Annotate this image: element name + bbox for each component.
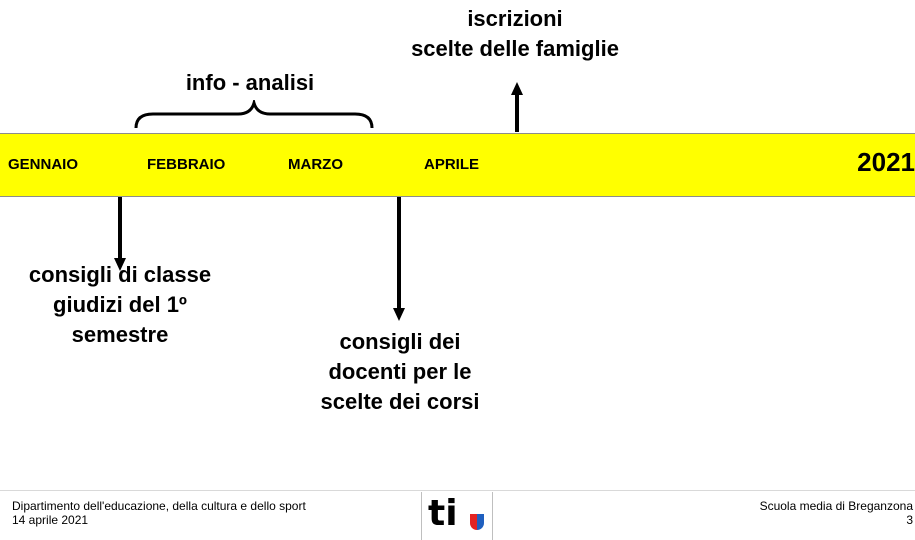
info-analisi-label: info - analisi xyxy=(185,70,315,95)
month-febbraio: FEBBRAIO xyxy=(147,156,226,173)
arrow-down-consigli-docenti xyxy=(397,197,401,309)
footer-divider xyxy=(0,490,915,491)
year-label: 2021 xyxy=(857,147,915,177)
iscrizioni-text: iscrizioni xyxy=(467,6,563,31)
footer-left: Dipartimento dell'educazione, della cult… xyxy=(12,499,306,527)
ticino-logo: ti xyxy=(421,492,493,540)
month-marzo: MARZO xyxy=(288,156,343,173)
arrow-down-head-1 xyxy=(114,258,126,271)
footer-department: Dipartimento dell'educazione, della cult… xyxy=(12,499,306,513)
month-gennaio: GENNAIO xyxy=(8,156,79,173)
consigli-docenti-line-2: docenti per le xyxy=(328,359,472,384)
consigli-docenti-line-1: consigli dei xyxy=(339,329,461,354)
arrow-down-head-2 xyxy=(393,308,405,321)
consigli-classe-label: consigli di classe giudizi del 1º semest… xyxy=(0,260,240,350)
logo-shield-icon xyxy=(470,514,484,530)
footer-school: Scuola media di Breganzona xyxy=(759,499,913,513)
footer-right: Scuola media di Breganzona 3 xyxy=(760,499,913,527)
arrow-down-consigli-classe xyxy=(118,197,122,259)
consigli-docenti-line-3: scelte dei corsi xyxy=(320,389,480,414)
curly-brace xyxy=(134,100,374,129)
footer-page-number: 3 xyxy=(906,513,913,527)
consigli-docenti-label: consigli dei docenti per le scelte dei c… xyxy=(290,327,510,417)
month-aprile: APRILE xyxy=(424,156,480,173)
scelte-famiglie-text: scelte delle famiglie xyxy=(411,36,619,61)
arrow-up-head xyxy=(511,82,523,95)
consigli-classe-line-1: consigli di classe xyxy=(28,262,212,287)
logo-ti-text: ti xyxy=(428,493,458,534)
iscrizioni-label: iscrizioni scelte delle famiglie xyxy=(380,4,650,64)
footer-date: 14 aprile 2021 xyxy=(12,513,89,527)
consigli-classe-line-3: semestre xyxy=(71,322,169,347)
consigli-classe-line-2: giudizi del 1º xyxy=(53,292,187,317)
timeline-band xyxy=(0,133,915,197)
arrow-up-iscrizioni xyxy=(515,94,519,132)
